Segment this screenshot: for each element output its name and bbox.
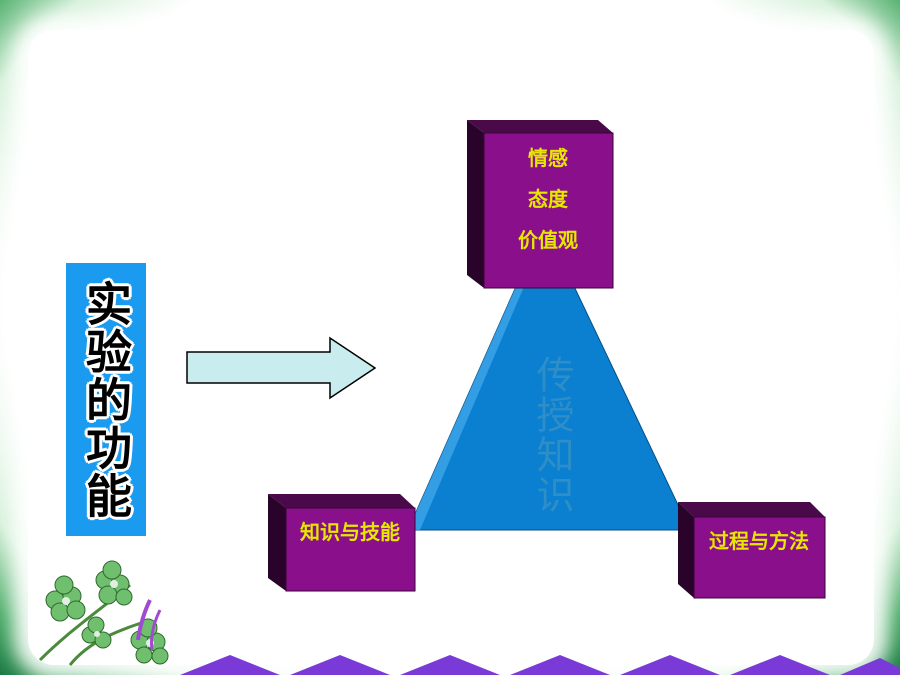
top-box-line-2: 态度 xyxy=(528,187,568,211)
bottom-decoration xyxy=(180,655,900,675)
top-box xyxy=(467,120,614,289)
slide-title: 实验的功能 xyxy=(79,279,133,520)
top-box-label: 情感 态度 价值观 xyxy=(484,140,612,263)
left-box xyxy=(268,494,416,592)
right-box-label: 过程与方法 xyxy=(709,529,809,553)
triangle-highlight xyxy=(408,282,526,530)
top-box-line-1: 情感 xyxy=(528,146,568,170)
title-bar: 实验的功能 xyxy=(66,263,146,536)
right-arrow-icon xyxy=(186,336,377,400)
flower-decoration-icon xyxy=(38,560,169,666)
top-box-line-3: 价值观 xyxy=(518,228,578,252)
right-box xyxy=(678,502,826,599)
center-label: 传授知识 xyxy=(530,355,574,515)
left-box-label: 知识与技能 xyxy=(300,520,400,544)
